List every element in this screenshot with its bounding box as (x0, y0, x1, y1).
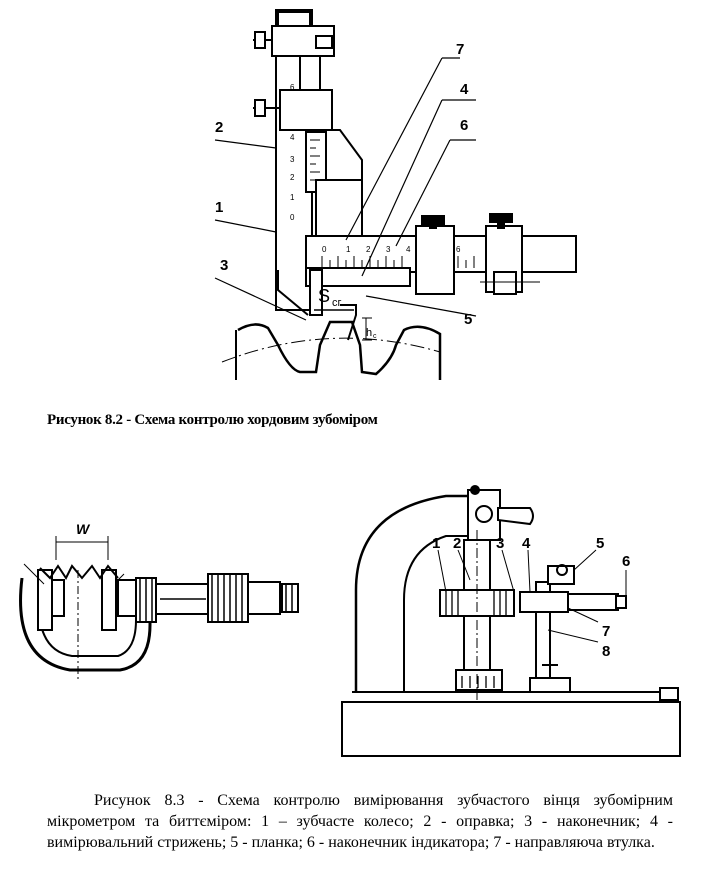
label-6: 6 (460, 117, 468, 134)
figure-8-3-caption: Рисунок 8.3 - Схема контролю вимірювання… (47, 790, 673, 853)
vscale-tick-2: 2 (290, 173, 295, 182)
scale-tick-2: 2 (366, 245, 371, 254)
scale-tick-4: 4 (406, 245, 411, 254)
label-3: 3 (496, 535, 504, 552)
label-4: 4 (460, 81, 469, 98)
label-7: 7 (602, 623, 610, 640)
hc-label: h (366, 327, 372, 339)
sc-label: S (318, 286, 330, 306)
scale-tick-1: 1 (346, 245, 351, 254)
scale-tick-3: 3 (386, 245, 391, 254)
label-5: 5 (596, 535, 604, 552)
chordal-gear-caliper-diagram: 0 1 2 3 4 6 0 1 2 3 4 6 S сг h с 2 1 3 7… (214, 9, 577, 380)
sc-subscript: сг (332, 297, 342, 309)
label-6: 6 (622, 553, 630, 570)
w-label: W (76, 521, 91, 537)
figure-8-3-caption-text: Рисунок 8.3 - Схема контролю вимірювання… (47, 792, 673, 851)
label-4: 4 (522, 535, 531, 552)
label-1: 1 (215, 199, 223, 216)
vscale-tick-1: 1 (290, 193, 295, 202)
vscale-tick-3: 3 (290, 155, 295, 164)
label-7: 7 (456, 41, 464, 58)
label-1: 1 (432, 535, 440, 552)
label-2: 2 (453, 535, 461, 552)
vscale-tick-4: 4 (290, 133, 295, 142)
figure-8-2-caption: Рисунок 8.2 - Схема контролю хордовим зу… (47, 412, 378, 428)
label-3: 3 (220, 257, 228, 274)
label-5: 5 (464, 311, 472, 328)
vscale-tick-0: 0 (290, 213, 295, 222)
scale-tick-0: 0 (322, 245, 327, 254)
vscale-tick-6: 6 (290, 83, 295, 92)
label-8: 8 (602, 643, 610, 660)
label-2: 2 (215, 119, 223, 136)
hc-subscript: с (373, 333, 377, 340)
micrometer-and-runout-tester-diagram: W (19, 485, 681, 757)
scale-tick-6: 6 (456, 245, 461, 254)
